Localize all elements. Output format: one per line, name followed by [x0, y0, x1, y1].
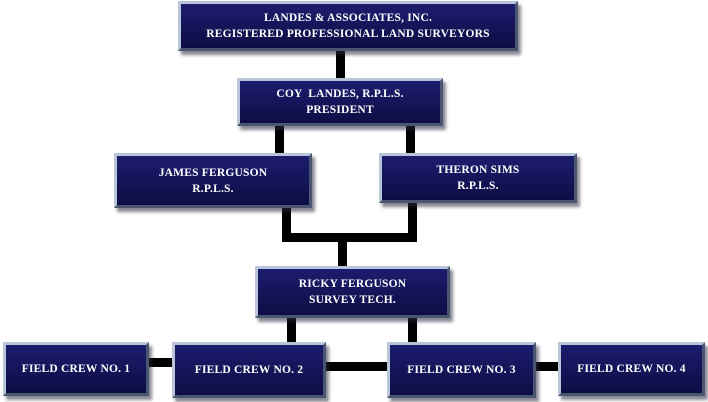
connector-to-ricky — [338, 242, 347, 266]
field-crew-label: FIELD CREW NO. 1 — [21, 363, 131, 375]
connector-company-president — [336, 51, 345, 78]
survey-tech-name: RICKY FERGUSON — [298, 278, 407, 290]
president-box: COY LANDES, R.P.L.S. PRESIDENT — [237, 78, 443, 126]
connector-crew3-crew4 — [536, 362, 558, 371]
survey-tech-box: RICKY FERGUSON SURVEY TECH. — [255, 266, 450, 318]
field-crew-box-1: FIELD CREW NO. 1 — [3, 342, 149, 396]
field-crew-box-4: FIELD CREW NO. 4 — [558, 342, 705, 396]
field-crew-label: FIELD CREW NO. 3 — [407, 364, 516, 376]
connector-ricky-crew2 — [287, 318, 296, 342]
surveyor-title: R.P.L.S. — [192, 182, 234, 195]
surveyor-box-theron-sims: THERON SIMS R.P.L.S. — [379, 153, 577, 203]
connector-crew2-crew3 — [326, 362, 387, 371]
connector-surveyors-bar — [282, 233, 417, 242]
company-name: LANDES & ASSOCIATES, INC. — [263, 12, 433, 24]
surveyor-box-james-ferguson: JAMES FERGUSON R.P.L.S. — [114, 153, 312, 208]
connector-james-drop — [282, 208, 291, 242]
president-title: PRESIDENT — [306, 104, 374, 116]
field-crew-label: FIELD CREW NO. 4 — [577, 363, 686, 375]
president-name: COY LANDES, R.P.L.S. — [276, 88, 404, 100]
surveyor-name: JAMES FERGUSON — [158, 166, 268, 179]
surveyor-title: R.P.L.S. — [457, 180, 499, 192]
connector-theron-drop — [408, 203, 417, 242]
connector-president-james — [275, 126, 284, 153]
field-crew-box-2: FIELD CREW NO. 2 — [172, 342, 326, 398]
company-box: LANDES & ASSOCIATES, INC. REGISTERED PRO… — [178, 1, 518, 51]
field-crew-label: FIELD CREW NO. 2 — [194, 364, 304, 376]
connector-president-theron — [406, 126, 415, 153]
surveyor-name: THERON SIMS — [436, 164, 520, 176]
survey-tech-title: SURVEY TECH. — [309, 294, 396, 306]
company-tagline: REGISTERED PROFESSIONAL LAND SURVEYORS — [206, 28, 490, 40]
connector-crew1-crew2 — [149, 358, 172, 367]
field-crew-box-3: FIELD CREW NO. 3 — [387, 342, 536, 398]
connector-ricky-crew3 — [408, 318, 417, 342]
